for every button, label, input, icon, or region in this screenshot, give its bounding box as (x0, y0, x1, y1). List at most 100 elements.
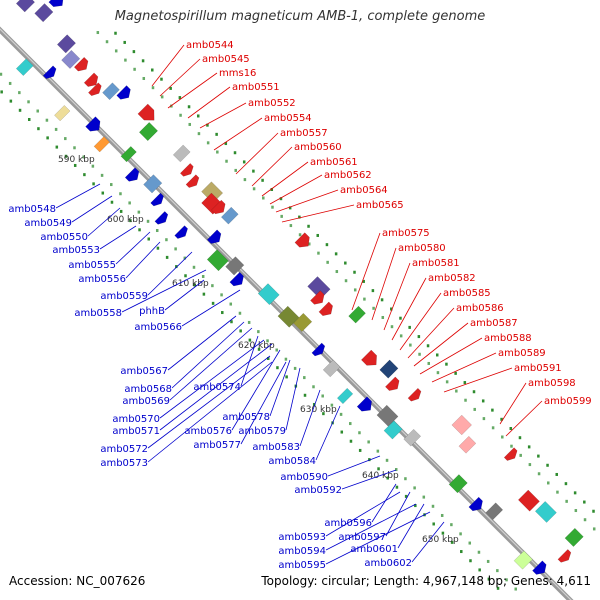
gene-label-lower: amb0592 (294, 485, 342, 496)
track-tick-mark (500, 417, 503, 421)
track-tick-mark (141, 59, 145, 63)
gene-feature (294, 232, 310, 248)
track-tick-mark (592, 527, 596, 531)
track-tick-mark (110, 183, 113, 187)
track-tick-mark (266, 357, 270, 361)
gene-feature (48, 0, 64, 8)
track-tick-mark (491, 426, 495, 430)
gene-label-lower: amb0570 (112, 414, 160, 425)
track-tick-mark (225, 159, 228, 163)
gene-feature (85, 116, 101, 132)
track-tick-mark (101, 191, 105, 195)
gene-label-upper: amb0560 (294, 142, 342, 153)
track-tick-mark (395, 485, 399, 489)
track-tick-mark (243, 178, 247, 182)
gene-label-lower: amb0593 (278, 532, 326, 543)
gene-feature (517, 489, 540, 512)
gene-label-lower: amb0556 (78, 274, 126, 285)
gene-label-lower: amb0584 (268, 456, 316, 467)
track-tick-mark (459, 532, 462, 536)
gene-feature (15, 58, 34, 77)
gene-feature (211, 199, 226, 215)
track-tick-mark (482, 417, 486, 421)
gene-label-leader (327, 455, 381, 477)
track-tick-mark (372, 306, 375, 310)
track-tick-mark (215, 132, 218, 136)
gene-label-lower: amb0595 (278, 560, 326, 571)
track-tick-mark (344, 261, 347, 265)
gene-label-leader (443, 367, 513, 393)
gene-label-leader (341, 469, 397, 490)
gene-label-leader (315, 405, 341, 461)
track-tick-mark (261, 178, 264, 182)
track-tick-mark (206, 141, 210, 145)
track-tick-mark (592, 509, 595, 513)
gene-label-leader (121, 269, 207, 313)
track-tick-mark (0, 72, 3, 76)
gene-feature (206, 249, 229, 272)
track-tick-mark (151, 68, 154, 72)
gene-label-leader (269, 174, 323, 205)
track-tick-mark (353, 288, 357, 292)
gene-feature (318, 301, 333, 316)
track-tick-mark (330, 403, 334, 407)
track-tick-mark (165, 255, 169, 259)
gene-feature (407, 387, 422, 402)
track-tick-mark (178, 96, 182, 100)
gene-label-leader (181, 289, 241, 327)
gene-label-leader (251, 146, 293, 187)
kbp-mark-label: 630 kbp (300, 405, 337, 415)
gene-label-upper: amb0591 (514, 363, 562, 374)
gene-feature (534, 500, 557, 523)
track-tick-mark (174, 247, 177, 251)
track-tick-mark (339, 412, 343, 416)
gene-feature (83, 72, 99, 87)
track-tick-mark (473, 407, 476, 411)
track-tick-mark (142, 76, 146, 80)
track-tick-mark (229, 302, 233, 306)
track-tick-mark (537, 472, 541, 476)
gene-feature (42, 65, 57, 80)
gene-label-leader (407, 307, 455, 359)
gene-feature (383, 420, 403, 440)
track-tick-mark (92, 182, 95, 186)
track-tick-mark (221, 311, 224, 315)
gene-feature (311, 342, 326, 357)
gene-label-upper: amb0561 (310, 157, 358, 168)
track-tick-mark (518, 436, 522, 440)
gene-label-lower: amb0576 (184, 426, 232, 437)
track-tick-mark (399, 316, 402, 320)
gene-feature (310, 290, 325, 305)
track-tick-mark (36, 109, 39, 113)
track-tick-mark (9, 99, 13, 103)
track-tick-mark (435, 353, 439, 357)
track-tick-mark (478, 568, 481, 572)
track-tick-mark (565, 499, 568, 503)
track-tick-mark (257, 347, 261, 351)
track-tick-mark (224, 142, 228, 146)
gene-label-upper: amb0587 (470, 318, 518, 329)
gene-label-leader (87, 207, 121, 237)
gene-label-lower: amb0558 (74, 308, 122, 319)
gene-feature (403, 428, 422, 447)
track-tick-mark (510, 444, 513, 448)
track-tick-mark (27, 118, 31, 122)
track-tick-mark (129, 219, 132, 223)
track-tick-mark (573, 491, 577, 495)
track-tick-mark (230, 320, 233, 324)
track-tick-mark (119, 209, 123, 213)
gene-label-upper: amb0588 (484, 333, 532, 344)
track-tick-mark (280, 214, 283, 218)
track-tick-mark (64, 137, 67, 141)
gene-label-lower: amb0548 (8, 204, 56, 215)
track-tick-mark (334, 252, 338, 256)
track-tick-mark (137, 210, 141, 214)
gene-feature (257, 283, 280, 306)
track-tick-mark (119, 192, 122, 196)
track-tick-mark (312, 385, 315, 389)
track-tick-mark (368, 458, 371, 462)
track-tick-mark (564, 482, 568, 486)
track-tick-mark (312, 402, 316, 406)
track-tick-mark (160, 77, 163, 81)
